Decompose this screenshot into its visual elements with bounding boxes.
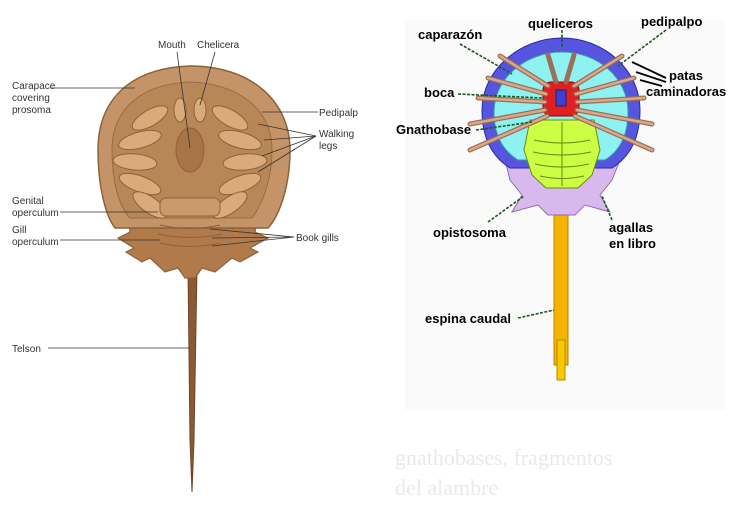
background-text-line1: gnathobases, fragmentos (395, 445, 613, 470)
patas-highlights (468, 54, 654, 152)
label-patas-line2: caminadoras (646, 84, 726, 99)
label-gnathobase: Gnathobase (396, 122, 471, 137)
right-leader-lines (457, 29, 667, 319)
label-genital-line1: Genital (12, 196, 44, 207)
opistosoma-segments (532, 122, 592, 186)
espina-caudal-tip (556, 339, 566, 381)
chelicera-left-shape (173, 97, 187, 123)
mouth-shape (175, 127, 205, 173)
patas-pointer-lines (631, 61, 667, 87)
label-walking-legs-line1: Walking (319, 129, 354, 140)
label-patas-line1: patas (669, 68, 703, 83)
label-opistosoma: opistosoma (433, 225, 507, 240)
label-book-gills: Book gills (296, 233, 339, 244)
label-caparazon: caparazón (418, 27, 482, 42)
label-carapace-line3: prosoma (12, 105, 51, 116)
label-agallas-line1: agallas (609, 220, 653, 235)
label-pedipalp: Pedipalp (319, 108, 358, 119)
label-gill-line2: operculum (12, 237, 59, 248)
chelicera-right-shape (193, 97, 207, 123)
label-queliceros: queliceros (528, 16, 593, 31)
background-text-line2: del alambre (395, 475, 498, 500)
label-genital-line2: operculum (12, 208, 59, 219)
boca-center (555, 89, 567, 107)
genital-operculum-shape (159, 197, 221, 217)
legs-left (112, 105, 169, 219)
label-telson: Telson (12, 344, 41, 355)
label-mouth: Mouth (158, 40, 186, 51)
left-anatomy-diagram: Mouth Chelicera Carapace covering prosom… (12, 40, 358, 493)
label-chelicera: Chelicera (197, 40, 240, 51)
label-agallas-line2: en libro (609, 236, 656, 251)
label-carapace-line1: Carapace (12, 81, 56, 92)
label-gill-line1: Gill (12, 225, 26, 236)
label-pedipalpo: pedipalpo (641, 14, 702, 29)
telson-shape (187, 267, 198, 493)
label-walking-legs-line2: legs (319, 141, 337, 152)
legs-right (211, 105, 268, 219)
right-schematic-diagram: caparazón queliceros pedipalpo patas cam… (396, 14, 726, 381)
label-boca: boca (424, 85, 455, 100)
label-carapace-line2: covering (12, 93, 50, 104)
book-gills-shape (157, 224, 223, 247)
label-espina-caudal: espina caudal (425, 311, 511, 326)
left-leader-lines (48, 51, 318, 349)
